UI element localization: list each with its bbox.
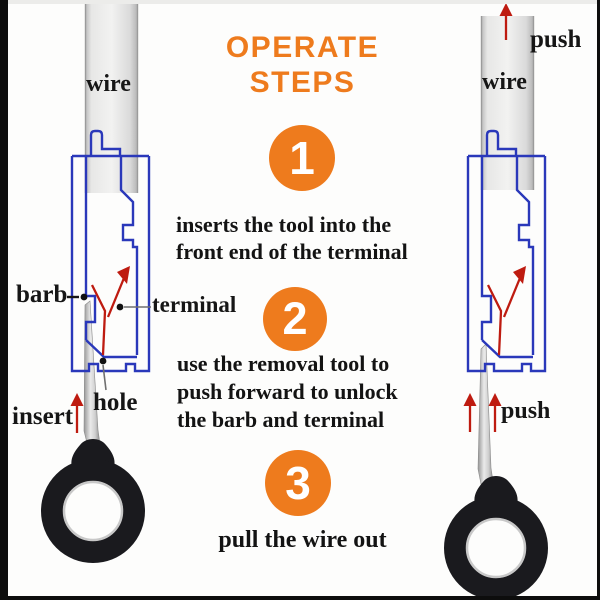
barb-dot-icon bbox=[80, 293, 88, 301]
step-1-text: inserts the tool into the front end of t… bbox=[176, 212, 408, 264]
right-barb-and-arrow bbox=[486, 264, 528, 357]
left-wire-cable bbox=[84, 0, 139, 193]
heading-line2: STEPS bbox=[249, 66, 356, 99]
left-barb-and-arrow bbox=[90, 264, 132, 357]
right-wire-cable bbox=[480, 16, 535, 190]
hole-label: hole bbox=[93, 389, 138, 416]
insert-arrow-icon bbox=[70, 393, 84, 433]
left-label-leaders bbox=[67, 293, 151, 391]
right-removal-tool bbox=[444, 343, 548, 600]
push-bottom-label: push bbox=[501, 398, 551, 424]
heading-line1: OPERATE bbox=[225, 31, 380, 64]
up-right-arrow-icon bbox=[90, 264, 132, 357]
step-3-text: pull the wire out bbox=[218, 527, 387, 553]
frame-edge-top bbox=[0, 0, 600, 4]
frame-edge-right bbox=[597, 0, 600, 600]
pull-up-arrow-icon bbox=[499, 3, 513, 40]
page-title: OPERATE STEPS bbox=[190, 30, 415, 100]
up-right-arrow-icon bbox=[486, 264, 528, 357]
step-1-number: 1 bbox=[289, 132, 315, 184]
terminal-dot-icon bbox=[116, 303, 124, 311]
step-2-badge: 2 bbox=[263, 287, 327, 351]
insert-label: insert bbox=[12, 403, 74, 430]
left-wire-label: wire bbox=[86, 71, 131, 97]
left-removal-tool bbox=[41, 300, 145, 563]
frame-edge-left bbox=[0, 0, 8, 600]
step-3-badge: 3 bbox=[265, 450, 331, 516]
step-2-number: 2 bbox=[282, 293, 308, 344]
step-1-badge: 1 bbox=[269, 125, 335, 191]
step-2-text: use the removal tool to push forward to … bbox=[177, 351, 398, 432]
push-up-arrows-icon bbox=[463, 393, 502, 432]
frame-edge-bottom bbox=[0, 596, 600, 600]
terminal-label: terminal bbox=[152, 292, 237, 317]
barb-label: barb bbox=[16, 281, 68, 308]
right-wire-label: wire bbox=[482, 69, 527, 95]
hole-dot-icon bbox=[99, 357, 107, 365]
step-3-number: 3 bbox=[285, 457, 311, 509]
push-top-label: push bbox=[530, 26, 582, 53]
